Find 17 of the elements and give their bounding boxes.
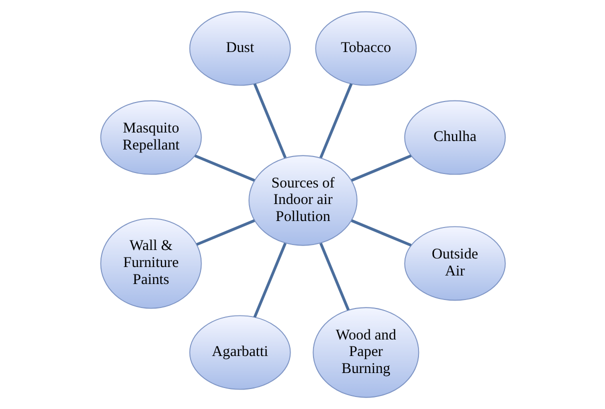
connector xyxy=(350,219,412,247)
connector xyxy=(252,83,286,158)
node-ellipse: Agarbatti xyxy=(188,315,290,390)
connector xyxy=(252,242,286,318)
connector xyxy=(194,154,255,182)
connector xyxy=(318,83,352,158)
node-ellipse: Outside Air xyxy=(404,226,506,301)
connector xyxy=(318,242,350,311)
node-ellipse: Wood and Paper Burning xyxy=(312,307,419,398)
node-ellipse: Dust xyxy=(188,11,290,86)
connector xyxy=(196,219,255,246)
connector xyxy=(350,154,412,182)
node-ellipse: Sources of Indoor air Pollution xyxy=(248,155,357,246)
node-ellipse: Chulha xyxy=(404,100,506,175)
node-ellipse: Wall & Furniture Paints xyxy=(100,218,202,309)
node-ellipse: Tobacco xyxy=(314,11,416,86)
node-ellipse: Masquito Repellant xyxy=(100,100,202,175)
